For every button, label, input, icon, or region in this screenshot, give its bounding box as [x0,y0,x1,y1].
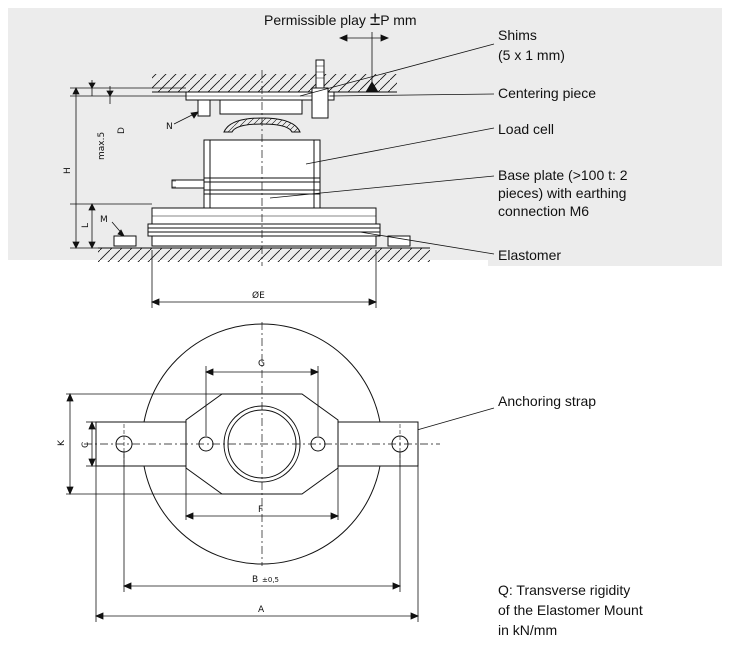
leaders [269,43,495,433]
side-view [98,59,430,266]
elastomer-layer-3 [147,231,381,237]
elastomer-layer-2 [147,227,381,233]
dim-L: L [81,223,91,228]
dim-M: M [100,215,108,225]
background-panel-right [488,8,722,266]
lower-plate [151,235,377,247]
right-anchor-nut [387,235,411,247]
upper-bearing [219,99,303,115]
dim-C: C [81,442,91,448]
centering-pin [315,59,325,89]
elastomer-label: Elastomer [498,247,561,263]
dim-D: D [117,127,127,134]
upper-structure-hatch [152,74,397,92]
plan-view [84,322,440,566]
left-anchor-nut [113,235,137,247]
dim-H: H [63,167,73,174]
centering-piece-label: Centering piece [498,85,596,101]
base-plate-label-line3: connection M6 [498,203,589,219]
base-plate-label-line1: Base plate (>100 t: 2 [498,167,628,183]
ground-hatch [98,248,430,262]
dim-K: K [57,439,67,446]
cable-gland [171,179,205,189]
dim-F: F [258,505,263,515]
load-button [223,117,301,133]
permissible-play-label: Permissible play ±P mm [264,9,417,30]
dim-max5: max.5 [97,132,107,160]
anchoring-strap-label: Anchoring strap [498,393,596,409]
dim-A: A [258,605,265,615]
plan-dimensions [66,366,420,622]
note-line3: in kN/mm [498,622,557,638]
dim-G: G [258,359,265,369]
shims-label-line2: (5 x 1 mm) [498,47,565,63]
dim-N: N [166,122,173,132]
note-line2: of the Elastomer Mount [498,602,643,618]
left-bolt [197,99,211,117]
side-dimensions [70,32,390,308]
shims-label-line1: Shims [498,27,537,43]
dim-E: ØE [252,290,265,301]
dim-B: B [252,575,258,585]
base-plate-label-line2: pieces) with earthing [498,185,626,201]
load-cell-label: Load cell [498,121,554,137]
note-line1: Q: Transverse rigidity [498,582,630,598]
dim-B-tolerance: ±0,5 [262,576,279,584]
elastomer-layer-1 [147,223,381,229]
